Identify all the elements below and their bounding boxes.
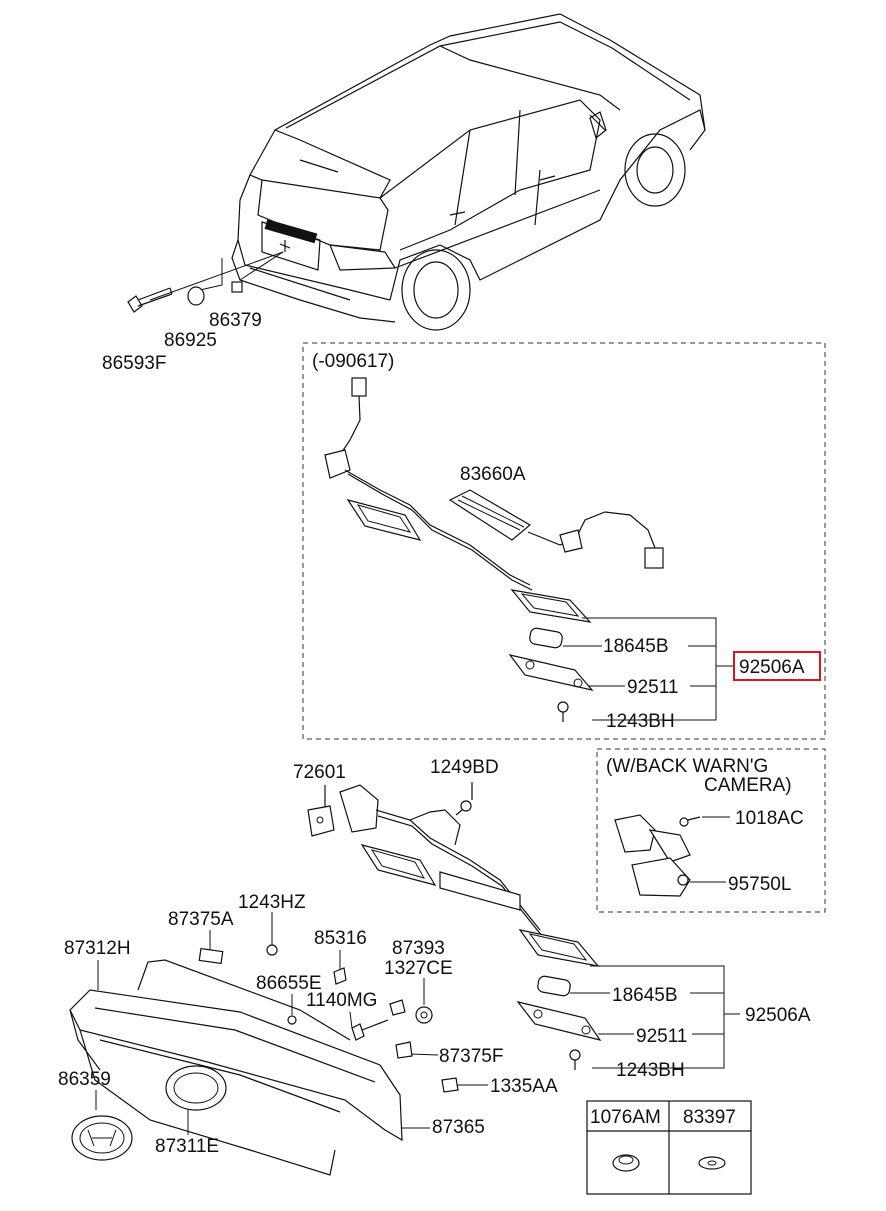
handle-switch-83660A-icon <box>448 489 664 569</box>
part-label-83660A: 83660A <box>460 464 526 485</box>
part-label-92511: 92511 <box>627 677 678 698</box>
bulb-18645B-icon <box>529 627 563 649</box>
part-label-72601: 72601 <box>293 762 346 783</box>
part-label-87312H: 87312H <box>64 938 131 959</box>
washer-83397-icon <box>698 1156 726 1170</box>
variant-box-title: (-090617) <box>312 351 394 372</box>
screw-1018AC-icon <box>679 816 701 827</box>
bulb-18645B-lower-icon <box>537 975 571 997</box>
part-label-1243HZ: 1243HZ <box>238 892 306 913</box>
fastener-86593F-icon <box>127 287 173 313</box>
vehicle-leaders <box>149 251 284 301</box>
part-label-87365: 87365 <box>432 1117 485 1138</box>
variant-box-090617 <box>302 342 826 740</box>
part-label-1243BH: 1243BH <box>606 711 675 732</box>
part-label-85316: 85316 <box>314 928 367 949</box>
part-label-92506A-highlighted[interactable]: 92506A <box>739 657 805 678</box>
part-label-18645B: 18645B <box>603 636 669 657</box>
highlight-box <box>733 651 821 681</box>
table-header-83397: 83397 <box>683 1107 736 1128</box>
part-label-1249BD: 1249BD <box>430 757 499 778</box>
part-label-87375A: 87375A <box>168 909 234 930</box>
connector-72601-icon <box>307 785 335 837</box>
part-label-86593F: 86593F <box>102 353 166 374</box>
part-label-92511-lower: 92511 <box>636 1026 687 1047</box>
harness-assembly-icon <box>339 784 543 937</box>
back-camera-icon <box>614 814 691 897</box>
lamp-housing-92511-icon <box>508 654 594 691</box>
variant-box-camera <box>596 748 826 913</box>
license-lamp-old-icon <box>346 499 422 541</box>
vehicle-illustration <box>231 13 706 331</box>
part-label-87311E: 87311E <box>155 1136 219 1157</box>
part-label-18645B-lower: 18645B <box>612 985 678 1006</box>
part-label-1140MG: 1140MG <box>306 990 377 1011</box>
small-parts-icon <box>198 944 459 1093</box>
part-label-1243BH-lower: 1243BH <box>616 1060 685 1081</box>
screw-1249BD-icon <box>455 782 473 816</box>
part-label-86379: 86379 <box>209 310 262 331</box>
part-label-86925: 86925 <box>164 330 217 351</box>
variant-box-camera-title-1: (W/BACK WARN'G <box>606 756 768 777</box>
plug-86925-icon <box>187 286 205 306</box>
screw-1243BH-lower-icon <box>569 1049 581 1070</box>
part-label-86359: 86359 <box>58 1069 111 1090</box>
part-label-1327CE: 1327CE <box>384 958 453 979</box>
part-label-1018AC: 1018AC <box>735 808 804 829</box>
variant-box-camera-title-2: CAMERA) <box>704 775 792 796</box>
nut-1076AM-icon <box>612 1154 640 1172</box>
table-header-1076AM: 1076AM <box>590 1107 661 1128</box>
license-lamp-92506A-icon <box>510 589 592 623</box>
part-label-95750L: 95750L <box>728 874 791 895</box>
clip-86379-icon <box>231 281 243 293</box>
part-label-86655E: 86655E <box>256 973 322 994</box>
wiring-harness-icon <box>324 377 533 591</box>
part-label-87375F: 87375F <box>439 1046 503 1067</box>
part-label-87393: 87393 <box>392 938 445 959</box>
lamp-housing-92511-lower-icon <box>516 1001 602 1041</box>
part-label-1335AA: 1335AA <box>490 1076 558 1097</box>
part-label-92506A-lower: 92506A <box>745 1005 811 1026</box>
license-lamp-92506A-lower-icon <box>518 929 600 967</box>
emblem-87311E-icon <box>165 1065 227 1111</box>
emblem-86359-icon <box>71 1115 133 1161</box>
weatherstrip-87312H-icon <box>137 959 351 1041</box>
tailgate-garnish-icon <box>69 989 403 1176</box>
screw-1243BH-icon <box>557 701 569 722</box>
parts-table: 1076AM 83397 <box>586 1100 752 1195</box>
